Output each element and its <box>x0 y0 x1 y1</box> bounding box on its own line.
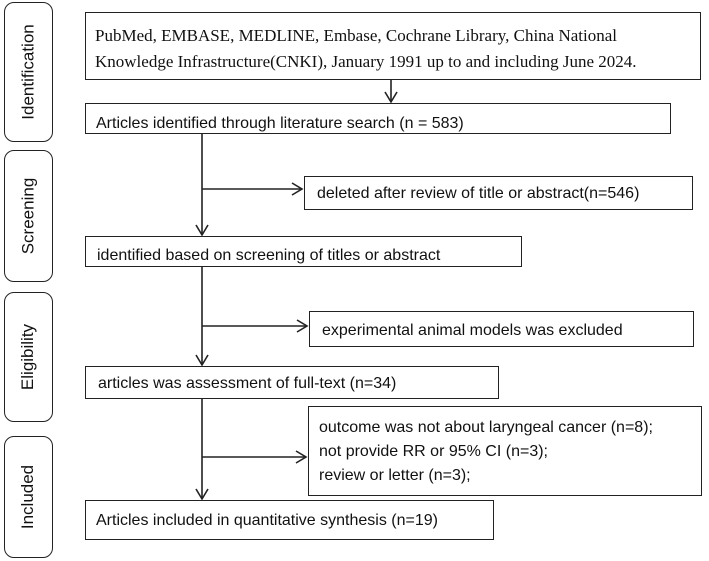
included-text: Articles included in quantitative synthe… <box>96 512 438 529</box>
phase-screening: Screening <box>4 150 53 282</box>
exclusion-reason-2: not provide RR or 95% CI (n=3); <box>319 443 548 460</box>
exclusion-reason-3: review or letter (n=3); <box>319 467 471 484</box>
deleted-box: deleted after review of title or abstrac… <box>304 176 693 210</box>
fulltext-box: articles was assessment of full-text (n=… <box>85 366 499 399</box>
phase-eligibility: Eligibility <box>4 292 53 422</box>
phase-included: Included <box>4 436 53 558</box>
exclusion-reason-1: outcome was not about laryngeal cancer (… <box>319 419 653 436</box>
exclusion-reasons-box: outcome was not about laryngeal cancer (… <box>308 406 702 496</box>
phase-identification: Identification <box>4 2 53 142</box>
identified-text: Articles identified through literature s… <box>96 115 464 132</box>
animal-models-text: experimental animal models was excluded <box>322 322 623 339</box>
included-box: Articles included in quantitative synthe… <box>85 500 494 540</box>
screened-text: identified based on screening of titles … <box>97 247 441 264</box>
sources-line-2: Knowledge Infrastructure(CNKI), January … <box>95 52 637 71</box>
animal-models-box: experimental animal models was excluded <box>309 311 694 347</box>
screened-box: identified based on screening of titles … <box>85 236 522 267</box>
identified-box: Articles identified through literature s… <box>85 103 671 134</box>
sources-line-1: PubMed, EMBASE, MEDLINE, Embase, Cochran… <box>95 26 618 45</box>
fulltext-text: articles was assessment of full-text (n=… <box>98 375 397 392</box>
sources-box: PubMed, EMBASE, MEDLINE, Embase, Cochran… <box>85 12 701 80</box>
deleted-text: deleted after review of title or abstrac… <box>317 185 640 202</box>
